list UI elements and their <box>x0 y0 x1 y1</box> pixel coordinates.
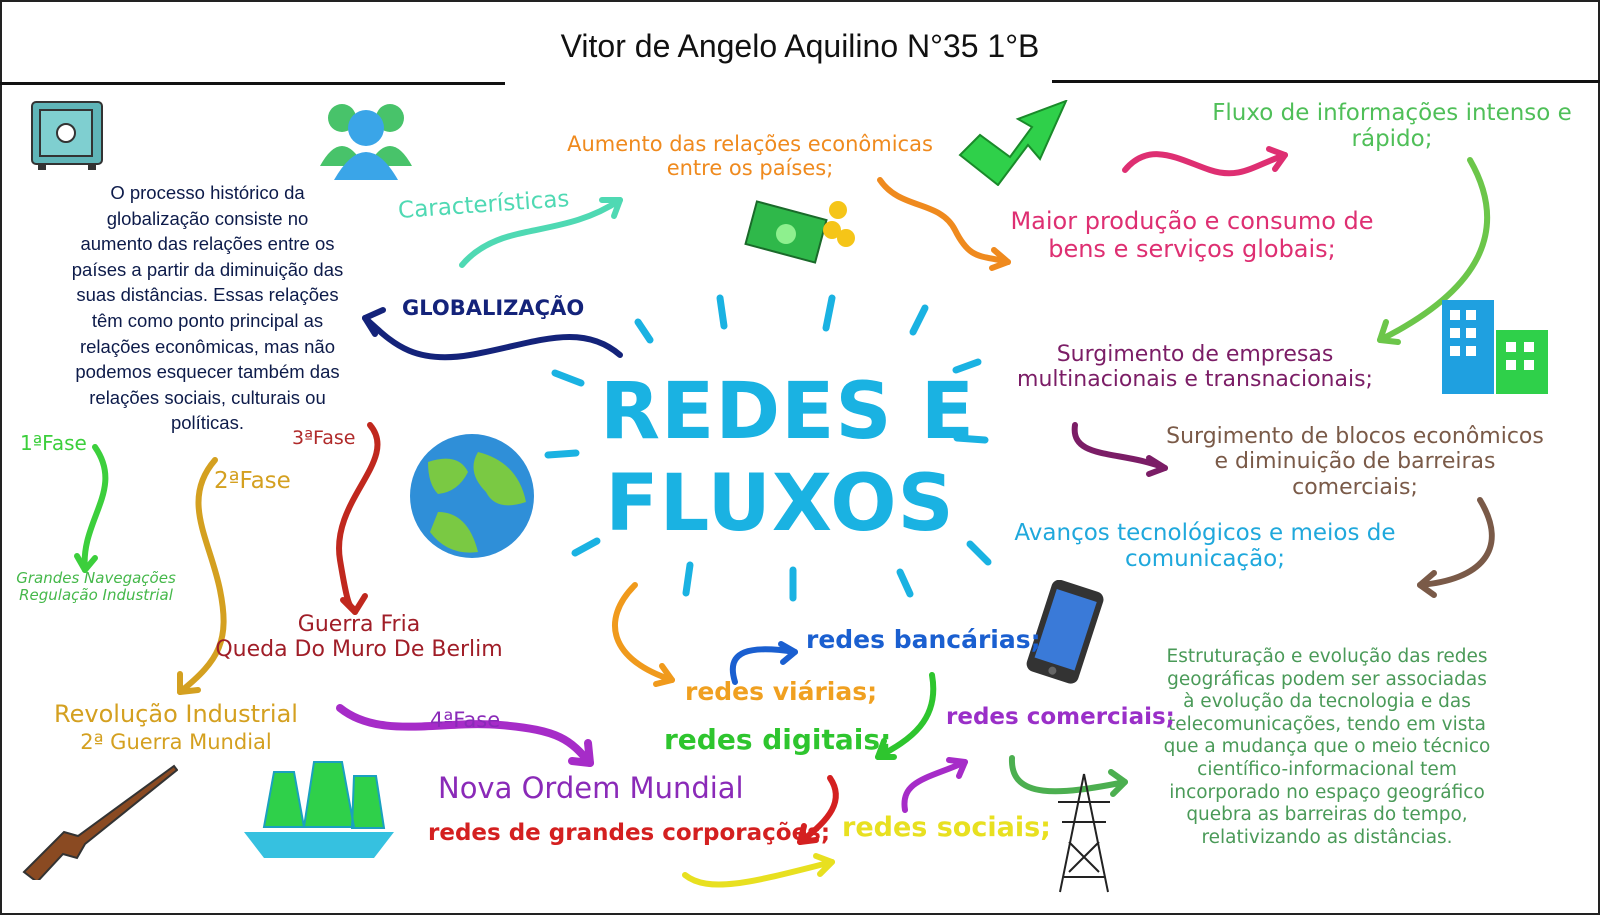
header-rule-left <box>0 82 505 85</box>
fase3-item: Guerra Fria <box>297 612 421 637</box>
fase2-label: 2ªFase <box>214 468 291 494</box>
definition-line: relações econômicas, mas não <box>79 335 336 357</box>
fase2-item: 2ª Guerra Mundial <box>80 730 272 754</box>
text-line: que a mudança que o meio técnico <box>1163 736 1491 758</box>
power-tower-icon <box>1058 773 1110 893</box>
buildings-icon <box>1442 300 1548 394</box>
redes-sociais: redes sociais; <box>842 812 1051 843</box>
text-line: comerciais; <box>1292 474 1418 500</box>
nova-ordem-mundial: Nova Ordem Mundial <box>438 771 744 805</box>
fase1-item: Grandes Navegações <box>16 569 176 587</box>
definition-line: têm como ponto principal as <box>91 309 324 331</box>
text-line: Maior produção e consumo de <box>1010 207 1374 235</box>
definition-line: O processo histórico da <box>110 182 305 203</box>
text-line: Surgimento de blocos econômicos <box>1166 424 1544 449</box>
definition-line: suas distâncias. Essas relações <box>76 284 339 306</box>
rifle-icon <box>22 764 178 880</box>
page-title: Vitor de Angelo Aquilino N°35 1°B <box>560 28 1040 64</box>
redes-grandes-corporacoes: redes de grandes corporações; <box>428 820 831 846</box>
safe-icon <box>31 101 103 170</box>
definition-line: países a partir da diminuição das <box>71 258 344 280</box>
text-line: bens e serviços globais; <box>1048 234 1336 263</box>
text-line: telecomunicações, tendo em vista <box>1168 713 1486 735</box>
smartphone-icon <box>1026 580 1104 684</box>
fase1-label: 1ªFase <box>20 431 87 455</box>
header-rule-right <box>1052 80 1600 83</box>
ship-icon <box>244 761 394 858</box>
definition-line: políticas. <box>170 412 244 434</box>
definition-line: globalização consiste no <box>106 207 309 229</box>
fase3-item: Queda Do Muro De Berlim <box>215 637 503 662</box>
fase2-item: Revolução Industrial <box>54 700 298 728</box>
center-title-line2: FLUXOS <box>605 459 955 549</box>
text-line: rápido; <box>1351 126 1433 153</box>
text-line: geográficas podem ser associadas <box>1167 668 1487 690</box>
redes-comerciais: redes comerciais; <box>946 704 1175 730</box>
text-line: Avanços tecnológicos e meios de <box>1014 520 1396 546</box>
text-line: entre os países; <box>666 156 834 181</box>
people-icon <box>320 104 412 180</box>
text-line: quebra as barreiras do tempo, <box>1186 804 1468 826</box>
text-line: e diminuição de barreiras <box>1214 449 1496 475</box>
text-line: Fluxo de informações intenso e <box>1212 100 1572 126</box>
fase4-label: 4ªFase <box>430 708 501 732</box>
definition-line: podemos esquecer também das <box>75 361 340 383</box>
center-title-line1: REDES E <box>600 367 975 457</box>
globe-icon <box>410 434 534 558</box>
text-line: Estruturação e evolução das redes <box>1166 646 1488 667</box>
definition-line: aumento das relações entre os <box>80 233 335 255</box>
growth-arrow-icon <box>958 100 1068 186</box>
text-line: Surgimento de empresas <box>1056 342 1334 367</box>
text-line: multinacionais e transnacionais; <box>1017 367 1373 393</box>
text-line: Aumento das relações econômicas <box>567 132 933 156</box>
text-line: incorporado no espaço geográfico <box>1169 781 1485 803</box>
redes-digitais: redes digitais; <box>664 723 892 756</box>
text-line: comunicação; <box>1125 546 1285 573</box>
text-line: à evolução da tecnologia e das <box>1183 691 1471 713</box>
redes-viarias: redes viárias; <box>685 677 878 706</box>
text-line: relativizando as distâncias. <box>1201 826 1453 848</box>
globalizacao-label: GLOBALIZAÇÃO <box>402 296 585 320</box>
arrow-globalizacao <box>362 315 623 361</box>
text-line: científico-informacional tem <box>1197 758 1457 780</box>
fase3-label: 3ªFase <box>292 427 356 449</box>
fase1-item: Regulação Industrial <box>19 586 173 605</box>
definition-line: relações sociais, culturais ou <box>89 386 326 408</box>
redes-bancarias: redes bancárias; <box>806 625 1041 654</box>
money-icon <box>744 200 855 264</box>
sunburst-rays <box>544 294 992 602</box>
globalizacao-definition: O processo histórico da globalização cons… <box>40 180 375 436</box>
